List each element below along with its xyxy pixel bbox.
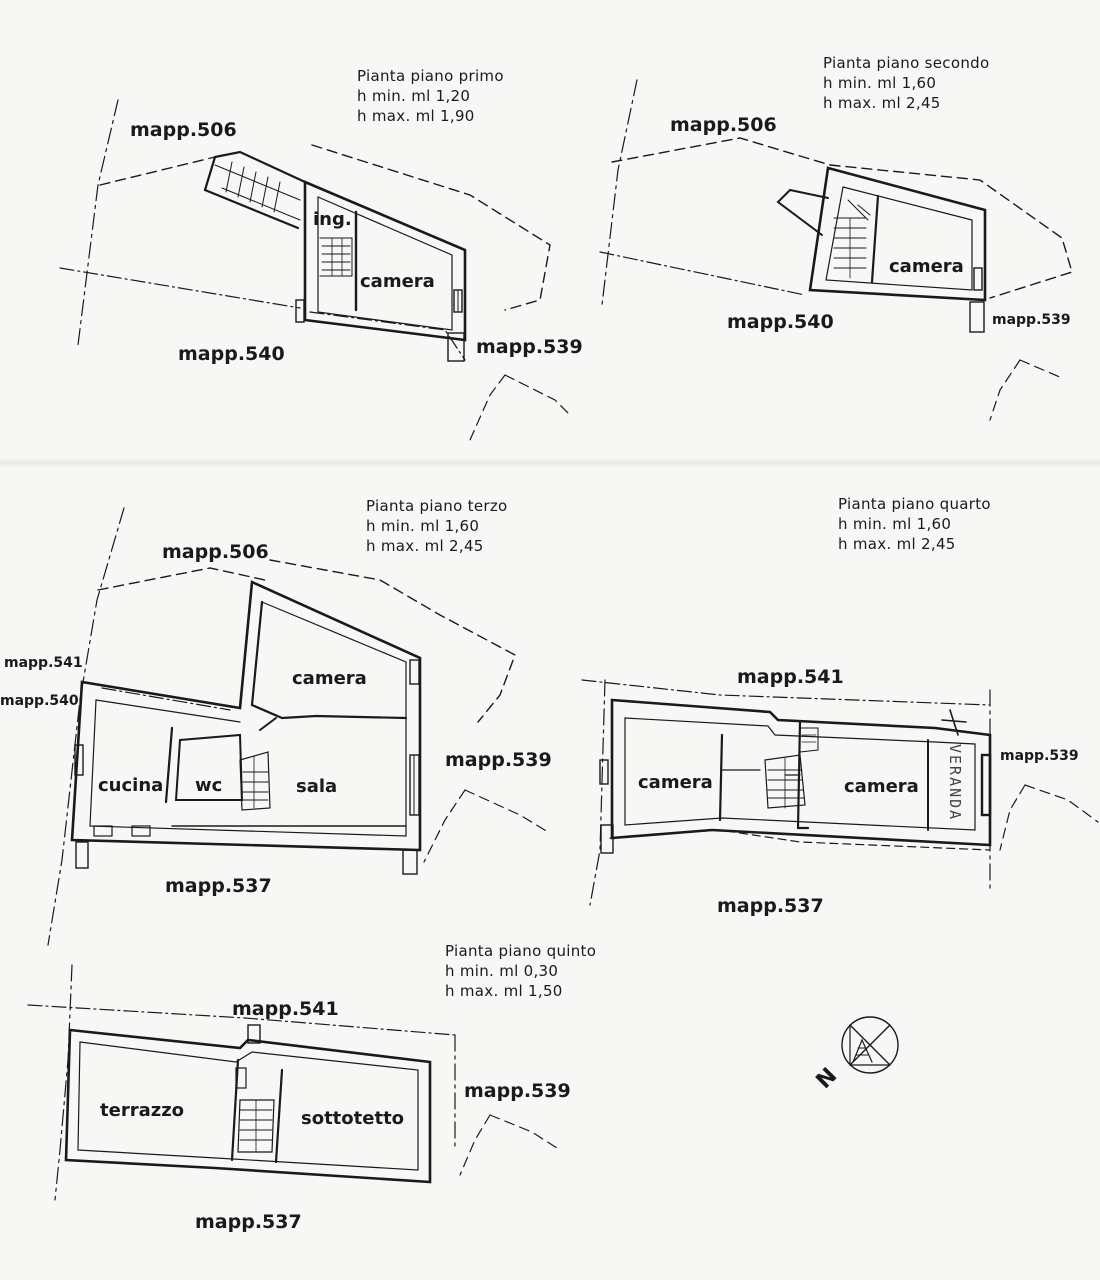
plan-quarto-h-min: h min. ml 1,60 — [838, 515, 952, 533]
plan-terzo-parcel-539: mapp.539 — [445, 749, 552, 771]
plan-quarto-veranda-handwritten: VERANDA — [946, 744, 964, 822]
plan-primo-parcel-540: mapp.540 — [178, 343, 285, 365]
plan-primo-info: Pianta piano primo h min. ml 1,20 h max.… — [357, 66, 504, 126]
plan-primo-h-min: h min. ml 1,20 — [357, 87, 471, 105]
plan-quinto-drawing — [27, 964, 561, 1201]
plan-secondo-info: Pianta piano secondo h min. ml 1,60 h ma… — [823, 53, 989, 113]
plan-quinto-title: Pianta piano quinto — [445, 942, 597, 960]
plan-terzo-parcel-537: mapp.537 — [165, 875, 272, 897]
plan-quarto-room-camera-east: camera — [844, 776, 919, 797]
plan-terzo-room-sala: sala — [296, 776, 338, 797]
paper-fold-line — [0, 458, 1100, 468]
plan-terzo-parcel-540: mapp.540 — [0, 693, 79, 709]
plan-secondo-parcel-540: mapp.540 — [727, 311, 834, 333]
plan-quarto-info: Pianta piano quarto h min. ml 1,60 h max… — [838, 494, 991, 554]
plan-primo-drawing — [59, 99, 571, 441]
plan-terzo-parcel-506: mapp.506 — [162, 541, 269, 563]
plan-quarto-drawing — [581, 679, 1099, 906]
plan-quarto-h-max: h max. ml 2,45 — [838, 535, 956, 553]
plan-quinto-room-terrazzo: terrazzo — [100, 1100, 185, 1121]
plan-primo-parcel-506: mapp.506 — [130, 119, 237, 141]
plan-secondo-parcel-506: mapp.506 — [670, 114, 777, 136]
plan-terzo-h-min: h min. ml 1,60 — [366, 517, 480, 535]
plan-primo-title: Pianta piano primo — [357, 67, 504, 85]
plan-quinto-info: Pianta piano quinto h min. ml 0,30 h max… — [445, 941, 596, 1001]
plan-primo-h-max: h max. ml 1,90 — [357, 107, 475, 125]
plan-terzo-drawing — [47, 507, 549, 946]
plan-primo-room-ingresso: ing. — [313, 209, 352, 230]
plan-quarto-parcel-539: mapp.539 — [1000, 748, 1079, 764]
plan-primo-room-camera: camera — [360, 271, 435, 292]
plan-terzo-parcel-541: mapp.541 — [4, 655, 83, 671]
plan-terzo-h-max: h max. ml 2,45 — [366, 537, 484, 555]
plan-quinto-room-sottotetto: sottotetto — [301, 1108, 405, 1129]
plan-terzo-room-cucina: cucina — [98, 775, 164, 796]
plan-quinto-parcel-537: mapp.537 — [195, 1211, 302, 1233]
plan-secondo-h-min: h min. ml 1,60 — [823, 74, 937, 92]
plan-terzo-room-wc: wc — [195, 775, 223, 796]
plan-terzo-title: Pianta piano terzo — [366, 497, 508, 515]
plan-quinto-parcel-541: mapp.541 — [232, 998, 339, 1020]
plan-terzo-info: Pianta piano terzo h min. ml 1,60 h max.… — [366, 496, 507, 556]
plan-secondo-parcel-539: mapp.539 — [992, 312, 1071, 328]
plan-quinto-parcel-539: mapp.539 — [464, 1080, 571, 1102]
plan-quinto-h-min: h min. ml 0,30 — [445, 962, 559, 980]
plan-primo-parcel-539: mapp.539 — [476, 336, 583, 358]
plan-secondo-h-max: h max. ml 2,45 — [823, 94, 941, 112]
plan-secondo-drawing — [599, 79, 1073, 421]
north-arrow-icon — [841, 1016, 899, 1074]
plan-quinto-h-max: h max. ml 1,50 — [445, 982, 563, 1000]
plan-terzo-room-camera: camera — [292, 668, 367, 689]
plan-secondo-room-camera: camera — [889, 256, 964, 277]
plan-secondo-title: Pianta piano secondo — [823, 54, 990, 72]
plan-quarto-parcel-541: mapp.541 — [737, 666, 844, 688]
plan-quarto-parcel-537: mapp.537 — [717, 895, 824, 917]
plan-quarto-room-camera-west: camera — [638, 772, 713, 793]
plan-quarto-title: Pianta piano quarto — [838, 495, 991, 513]
